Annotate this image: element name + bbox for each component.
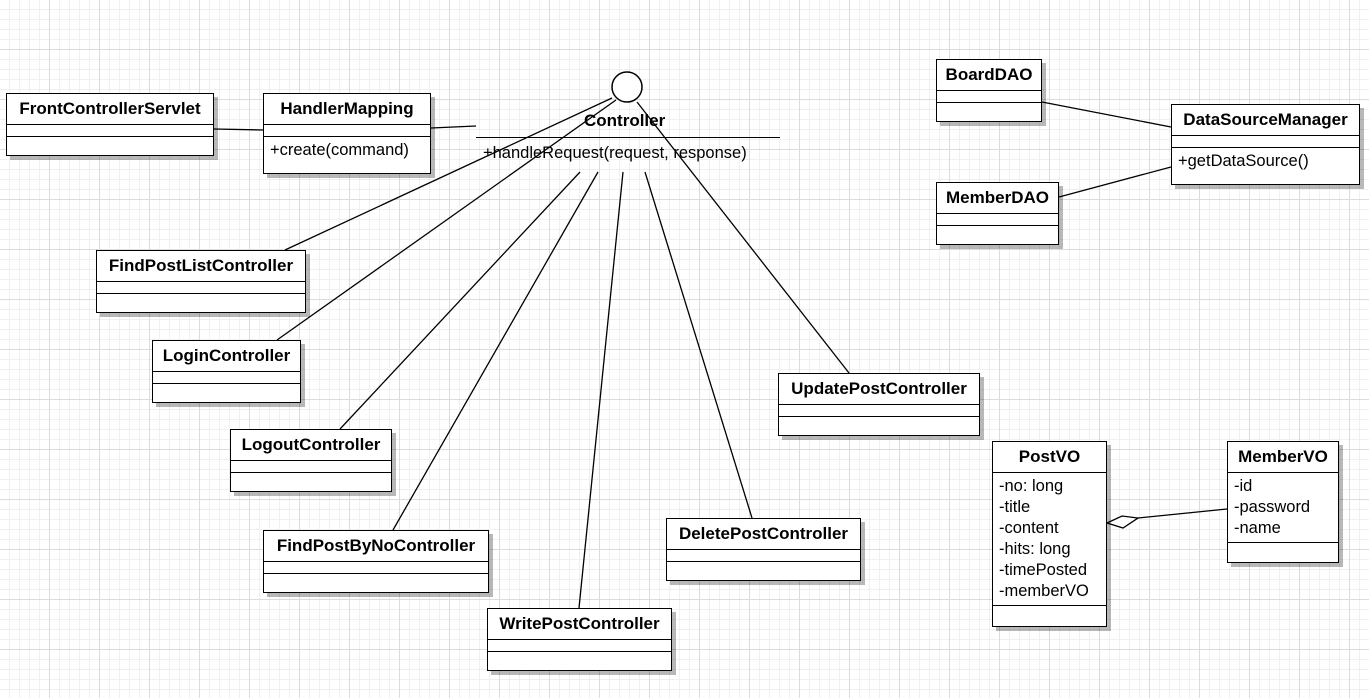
class-logout-controller[interactable]: LogoutController bbox=[230, 429, 392, 492]
operations-compartment bbox=[231, 473, 391, 491]
class-data-source-manager[interactable]: DataSourceManager +getDataSource() bbox=[1171, 104, 1360, 185]
class-name: WritePostController bbox=[488, 609, 671, 640]
class-name: LogoutController bbox=[231, 430, 391, 461]
aggregation-diamond bbox=[1105, 515, 1140, 529]
association-line bbox=[1058, 166, 1172, 198]
attribute: -hits: long bbox=[999, 540, 1071, 558]
realization-line bbox=[276, 99, 617, 341]
operations-compartment bbox=[937, 103, 1041, 121]
realization-line bbox=[392, 171, 599, 531]
class-name: DeletePostController bbox=[667, 519, 860, 550]
association-line bbox=[1041, 101, 1172, 128]
class-update-post-controller[interactable]: UpdatePostController bbox=[778, 373, 980, 436]
realization-line bbox=[578, 171, 624, 609]
operations-compartment bbox=[937, 226, 1058, 244]
attributes-compartment bbox=[937, 91, 1041, 103]
aggregation-line bbox=[1137, 508, 1228, 519]
class-find-post-by-no-controller[interactable]: FindPostByNoController bbox=[263, 530, 489, 593]
operations-compartment bbox=[667, 562, 860, 580]
attribute: -name bbox=[1234, 519, 1281, 537]
class-name: HandlerMapping bbox=[264, 94, 430, 125]
realization-line bbox=[644, 171, 753, 519]
attributes-compartment bbox=[153, 372, 300, 384]
class-board-dao[interactable]: BoardDAO bbox=[936, 59, 1042, 122]
controller-interface-divider bbox=[476, 137, 780, 138]
operation: +getDataSource() bbox=[1178, 152, 1309, 170]
operations-compartment bbox=[153, 384, 300, 402]
class-name: LoginController bbox=[153, 341, 300, 372]
class-name: DataSourceManager bbox=[1172, 105, 1359, 136]
attribute: -timePosted bbox=[999, 561, 1088, 579]
attribute: -no: long bbox=[999, 477, 1064, 495]
realization-line bbox=[636, 101, 850, 374]
operations-compartment bbox=[488, 652, 671, 670]
controller-interface-name[interactable]: Controller bbox=[584, 111, 666, 130]
controller-interface-operation: +handleRequest(request, response) bbox=[483, 144, 747, 162]
attributes-compartment bbox=[264, 562, 488, 574]
operations-compartment bbox=[7, 137, 213, 155]
class-login-controller[interactable]: LoginController bbox=[152, 340, 301, 403]
attributes-compartment bbox=[231, 461, 391, 473]
association-line bbox=[430, 125, 477, 129]
class-handler-mapping[interactable]: HandlerMapping +create(command) bbox=[263, 93, 431, 174]
operations-compartment bbox=[97, 294, 305, 312]
attribute: -id bbox=[1234, 477, 1253, 495]
class-name: PostVO bbox=[993, 442, 1106, 473]
class-post-vo[interactable]: PostVO -no: long -title -content -hits: … bbox=[992, 441, 1107, 627]
attributes-compartment bbox=[1172, 136, 1359, 148]
operations-compartment bbox=[779, 417, 979, 435]
class-delete-post-controller[interactable]: DeletePostController bbox=[666, 518, 861, 581]
class-name: MemberVO bbox=[1228, 442, 1338, 473]
attribute: -password bbox=[1234, 498, 1311, 516]
attribute: -memberVO bbox=[999, 582, 1089, 600]
attributes-compartment bbox=[264, 125, 430, 137]
operation: +create(command) bbox=[270, 141, 409, 159]
class-front-controller-servlet[interactable]: FrontControllerServlet bbox=[6, 93, 214, 156]
class-find-post-list-controller[interactable]: FindPostListController bbox=[96, 250, 306, 313]
attributes-compartment bbox=[97, 282, 305, 294]
class-name: MemberDAO bbox=[937, 183, 1058, 214]
attribute: -content bbox=[999, 519, 1059, 537]
class-write-post-controller[interactable]: WritePostController bbox=[487, 608, 672, 671]
realization-line bbox=[339, 171, 581, 430]
operations-compartment bbox=[1228, 543, 1338, 562]
class-name: UpdatePostController bbox=[779, 374, 979, 405]
class-name: FindPostByNoController bbox=[264, 531, 488, 562]
attributes-compartment bbox=[488, 640, 671, 652]
attributes-compartment: -id -password -name bbox=[1228, 473, 1338, 543]
operations-compartment bbox=[264, 574, 488, 592]
class-name: FrontControllerServlet bbox=[7, 94, 213, 125]
class-name: FindPostListController bbox=[97, 251, 305, 282]
operations-compartment: +create(command) bbox=[264, 137, 430, 173]
attribute: -title bbox=[999, 498, 1031, 516]
association-line bbox=[213, 128, 264, 131]
attributes-compartment bbox=[937, 214, 1058, 226]
attributes-compartment: -no: long -title -content -hits: long -t… bbox=[993, 473, 1106, 606]
controller-interface-circle[interactable] bbox=[611, 71, 643, 103]
class-name: BoardDAO bbox=[937, 60, 1041, 91]
attributes-compartment bbox=[7, 125, 213, 137]
attributes-compartment bbox=[779, 405, 979, 417]
attributes-compartment bbox=[667, 550, 860, 562]
realization-line bbox=[284, 97, 613, 251]
operations-compartment: +getDataSource() bbox=[1172, 148, 1359, 184]
class-member-dao[interactable]: MemberDAO bbox=[936, 182, 1059, 245]
operations-compartment bbox=[993, 606, 1106, 626]
class-member-vo[interactable]: MemberVO -id -password -name bbox=[1227, 441, 1339, 563]
